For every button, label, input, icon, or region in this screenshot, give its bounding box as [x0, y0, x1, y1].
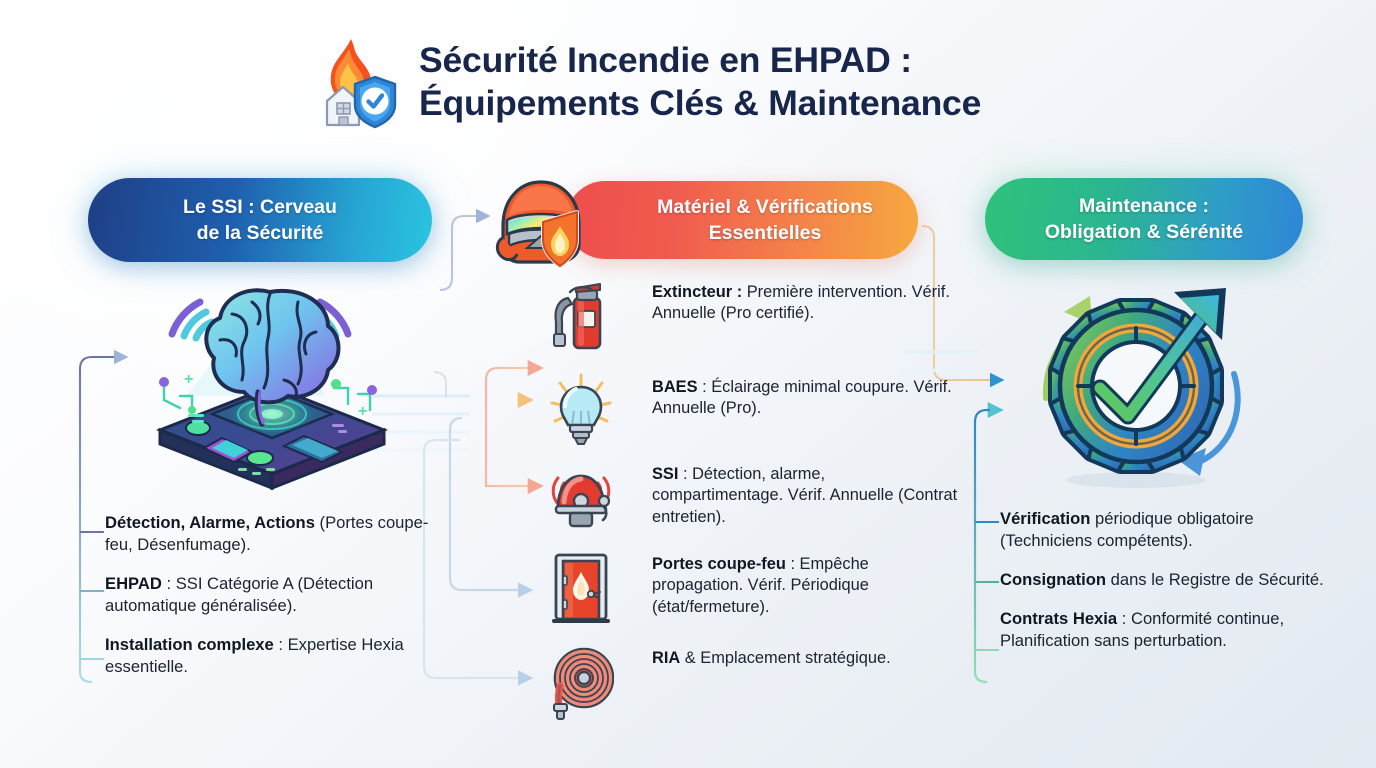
list-item: Extincteur : Première intervention. Véri… [548, 278, 968, 364]
item-rest: : Éclairage minimal coupure. Vérif. Annu… [652, 378, 952, 418]
item-rest: : Détection, alarme, compartimentage. Vé… [652, 465, 958, 526]
item-text: BAES : Éclairage minimal coupure. Vérif.… [652, 377, 960, 420]
item-rest: Première intervention. Vérif. Annuelle (… [652, 283, 950, 323]
item-text: Extincteur : Première intervention. Véri… [652, 282, 960, 325]
list-item: Détection, Alarme, Actions (Portes coupe… [105, 512, 450, 556]
pill-middle-materiel[interactable]: Matériel & Vérifications Essentielles [566, 181, 918, 259]
item-text: Portes coupe-feu : Empêche propagation. … [652, 554, 960, 618]
fire-door-icon [552, 553, 610, 623]
bullet-lead: Installation complexe [105, 635, 274, 655]
item-lead: Extincteur : [652, 283, 743, 301]
svg-text:+: + [358, 403, 367, 420]
pill-left-line-2: de la Sécurité [196, 222, 324, 244]
list-item: Vérification périodique obligatoire (Tec… [1000, 508, 1330, 552]
bullet-rest: : Conformité continue, Planification san… [1000, 609, 1285, 651]
pill-middle-line-2: Essentielles [708, 222, 822, 244]
title-line-2: Équipements Clés & Maintenance [419, 83, 982, 123]
left-bullet-list: Détection, Alarme, Actions (Portes coupe… [105, 512, 450, 695]
brain-control-panel-icon: +++ [155, 288, 389, 491]
bullet-rest: dans le Registre de Sécurité. [1106, 570, 1324, 590]
item-lead: BAES [652, 378, 698, 396]
title-line-1: Sécurité Incendie en EHPAD : [419, 39, 912, 80]
item-rest: : Empêche propagation. Vérif. Périodique… [652, 555, 869, 616]
bullet-lead: Vérification [1000, 509, 1091, 528]
list-item: SSI : Détection, alarme, compartimentage… [548, 460, 968, 546]
pill-middle-line-1: Matériel & Vérifications [657, 195, 873, 218]
list-item: EHPAD : SSI Catégorie A (Détection autom… [105, 573, 450, 617]
title-text: Sécurité Incendie en EHPAD : Équipements… [419, 39, 981, 126]
pill-right-maintenance[interactable]: Maintenance : Obligation & Sérénité [985, 178, 1303, 260]
fire-house-shield-icon [325, 39, 397, 129]
item-lead: SSI [652, 465, 679, 483]
list-item: BAES : Éclairage minimal coupure. Vérif.… [548, 373, 968, 459]
item-text: RIA & Emplacement stratégique. [652, 648, 960, 669]
list-item: Contrats Hexia : Conformité continue, Pl… [1000, 608, 1330, 652]
pill-left-ssi[interactable]: Le SSI : Cerveau de la Sécurité [88, 178, 432, 262]
fire-hose-reel-icon [553, 647, 614, 720]
list-item: Portes coupe-feu : Empêche propagation. … [548, 550, 968, 636]
alarm-bell-icon [551, 474, 611, 528]
right-bullet-list: Vérification périodique obligatoire (Tec… [1000, 508, 1330, 669]
bullet-rest: : Expertise Hexia essentielle. [105, 635, 404, 677]
firefighter-helmet-shield-icon [495, 180, 581, 268]
gear-checkmark-arrows-icon [1042, 288, 1241, 488]
list-item: RIA & Emplacement stratégique. [548, 644, 968, 730]
item-lead: Portes coupe-feu [652, 555, 786, 573]
svg-text:+: + [184, 371, 193, 388]
list-item: Consignation dans le Registre de Sécurit… [1000, 569, 1330, 591]
bullet-lead: Consignation [1000, 570, 1107, 590]
bullet-lead: Détection, Alarme, Actions [105, 513, 315, 532]
item-text: SSI : Détection, alarme, compartimentage… [652, 464, 960, 528]
item-rest: & Emplacement stratégique. [680, 649, 891, 667]
page-title: Sécurité Incendie en EHPAD : Équipements… [305, 22, 1105, 142]
bullet-rest: (Portes coupe-feu, Désenfumage). [105, 513, 429, 555]
list-item: Installation complexe : Expertise Hexia … [105, 634, 450, 678]
bullet-rest: périodique obligatoire (Techniciens comp… [1000, 509, 1254, 551]
pill-left-line-1: Le SSI : Cerveau [183, 195, 337, 218]
emergency-light-bulb-icon [550, 373, 612, 445]
fire-extinguisher-icon [553, 283, 602, 350]
item-lead: RIA [652, 649, 681, 667]
bullet-lead: Contrats Hexia [1000, 609, 1118, 629]
bullet-lead: EHPAD [105, 574, 162, 594]
pill-right-line-1: Maintenance : [1078, 194, 1210, 217]
pill-right-line-2: Obligation & Sérénité [1044, 221, 1244, 243]
bullet-rest: : SSI Catégorie A (Détection automatique… [105, 574, 374, 616]
